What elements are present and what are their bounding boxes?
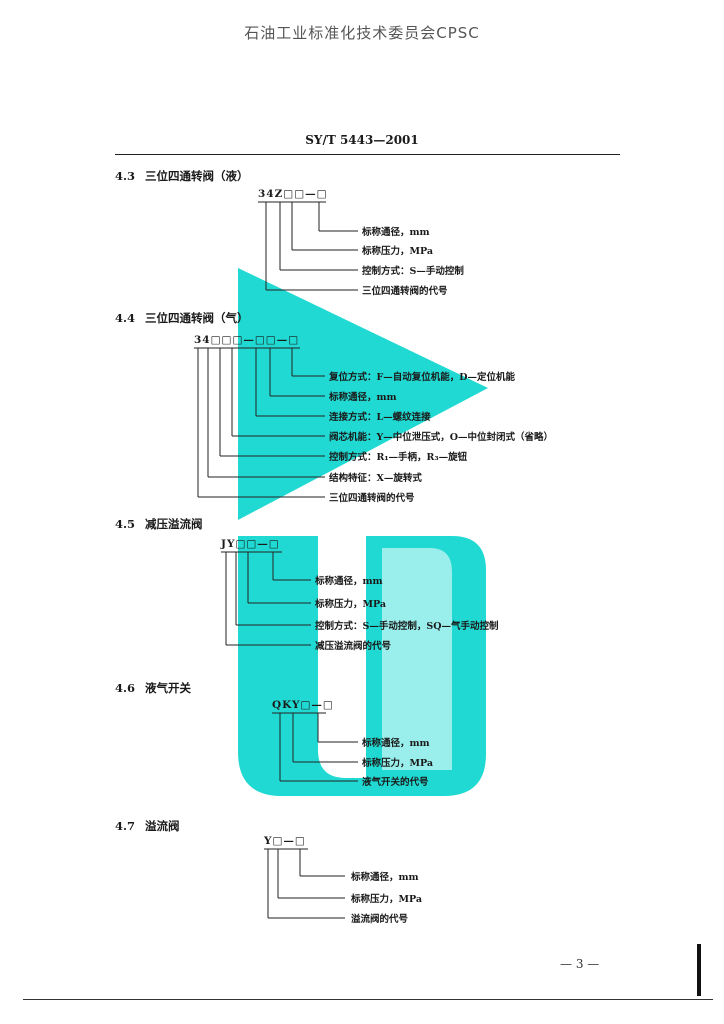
label-4-6-nominal-pressure: 标称压力，MPa (362, 758, 434, 769)
label-4-4-connection-mode: 连接方式：L—螺纹连接 (329, 412, 431, 423)
model-code-4-7: Y□—□ (264, 835, 306, 847)
label-4-5-nominal-pressure: 标称压力，MPa (315, 599, 387, 610)
label-4-3-nominal-diameter: 标称通径，mm (362, 227, 430, 238)
label-4-4-control-mode: 控制方式：R₁—手柄，R₃—旋钮 (329, 452, 468, 463)
label-4-5-valve-code: 减压溢流阀的代号 (315, 641, 392, 652)
page-number: — 3 — (560, 957, 600, 971)
label-4-4-structure: 结构特征：X—旋转式 (329, 473, 422, 484)
model-code-4-4: 34□□□—□□—□ (194, 334, 300, 346)
label-4-7-nominal-pressure: 标称压力，MPa (351, 894, 423, 905)
model-code-4-6: QKY□—□ (272, 699, 334, 711)
label-4-3-control-mode: 控制方式：S—手动控制 (362, 266, 464, 277)
watermark-header-text: 石油工业标准化技术委员会CPSC (244, 24, 480, 42)
header-divider (115, 154, 620, 155)
label-4-7-valve-code: 溢流阀的代号 (351, 914, 409, 925)
label-4-5-nominal-diameter: 标称通径，mm (315, 576, 383, 587)
label-4-4-valve-code: 三位四通转阀的代号 (329, 493, 415, 504)
label-4-4-spool-function: 阀芯机能：Y—中位泄压式，O—中位封闭式（省略） (329, 432, 554, 443)
label-4-6-switch-code: 液气开关的代号 (362, 777, 429, 788)
label-4-3-nominal-pressure: 标称压力，MPa (362, 246, 434, 257)
label-4-6-nominal-diameter: 标称通径，mm (362, 738, 430, 749)
scan-edge-mark (697, 944, 701, 996)
standard-number-header: SY/T 5443—2001 (305, 133, 419, 147)
label-4-5-control-mode: 控制方式：S—手动控制，SQ—气手动控制 (315, 621, 499, 632)
model-code-4-5: JY□□—□ (221, 538, 280, 550)
label-4-4-reset-mode: 复位方式：F—自动复位机能，D—定位机能 (329, 372, 515, 383)
footer-divider (23, 999, 713, 1000)
model-code-4-3: 34Z□□—□ (258, 188, 328, 200)
label-4-3-valve-code: 三位四通转阀的代号 (362, 286, 448, 297)
label-4-4-nominal-diameter: 标称通径，mm (329, 392, 397, 403)
label-4-7-nominal-diameter: 标称通径，mm (351, 872, 419, 883)
